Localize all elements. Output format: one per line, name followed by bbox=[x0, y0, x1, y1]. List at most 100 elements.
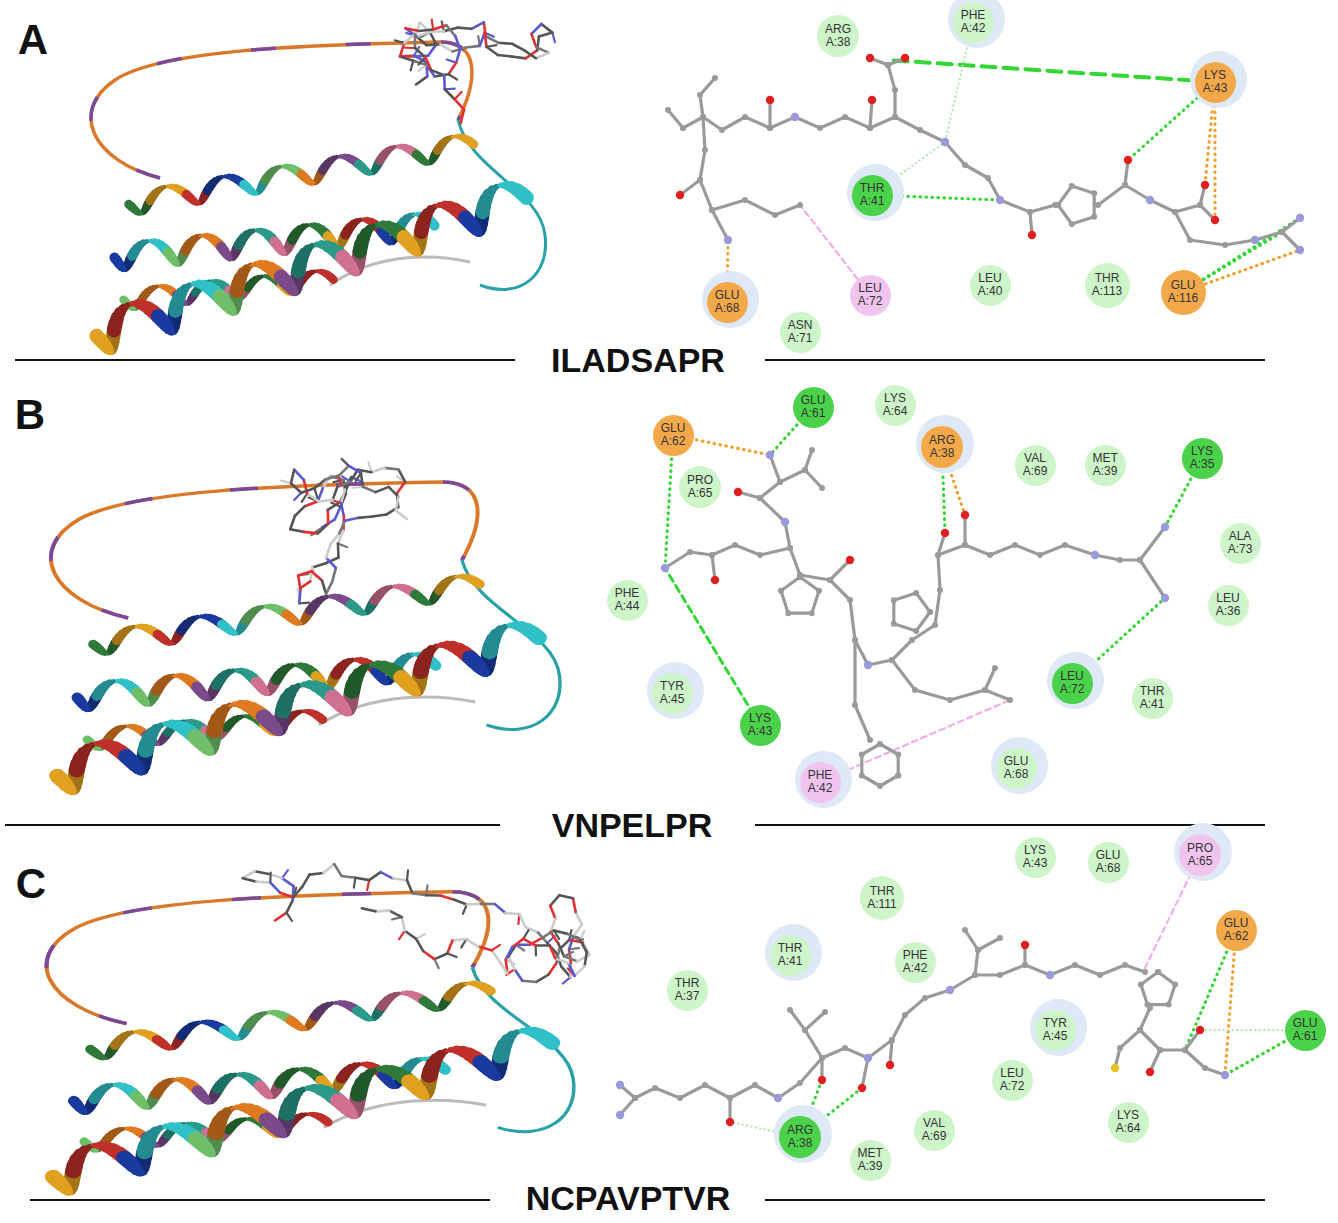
ligand-atom bbox=[1095, 202, 1101, 208]
stick-bond bbox=[270, 883, 280, 893]
stick-bond bbox=[454, 900, 467, 905]
helix-segment bbox=[207, 697, 208, 700]
ligand-atom bbox=[700, 114, 706, 120]
helix-segment bbox=[70, 1191, 71, 1194]
stick-bond bbox=[269, 873, 271, 883]
ligand-bond bbox=[665, 545, 790, 568]
helix-segment bbox=[141, 1172, 142, 1175]
stick-bond bbox=[498, 43, 512, 44]
stick-bond bbox=[431, 70, 444, 75]
loop-coil bbox=[91, 42, 472, 178]
ligand-atom bbox=[809, 447, 815, 453]
stick-bond bbox=[523, 939, 535, 946]
ligand-atom bbox=[827, 577, 833, 583]
helix-segment bbox=[393, 1083, 394, 1088]
stick-bond bbox=[362, 908, 376, 911]
stick-bond bbox=[243, 878, 257, 882]
stick-bond bbox=[457, 28, 471, 29]
stick-bond bbox=[481, 903, 495, 906]
stick-bond bbox=[385, 468, 399, 470]
stick-bond bbox=[417, 32, 430, 37]
stick-bond bbox=[315, 488, 318, 498]
ligand-atom bbox=[932, 622, 938, 628]
stick-bond bbox=[297, 589, 300, 603]
ligand-bond bbox=[683, 117, 1055, 212]
stick-bond bbox=[291, 483, 301, 492]
ligand-atom bbox=[1069, 183, 1075, 189]
stick-bond bbox=[536, 975, 548, 982]
ligand-atom bbox=[1055, 202, 1061, 208]
helix-segment bbox=[294, 291, 295, 293]
oxygen-atom bbox=[766, 96, 774, 104]
nitrogen-atom bbox=[1296, 214, 1304, 222]
ligand-atom bbox=[1055, 202, 1061, 208]
stick-bond bbox=[466, 939, 478, 946]
stick-bond bbox=[355, 878, 369, 880]
stick-bond bbox=[455, 99, 464, 109]
oxygen-atom bbox=[868, 96, 876, 104]
stick-bond bbox=[416, 76, 427, 84]
ligand-bond bbox=[700, 78, 715, 117]
ligand-atom bbox=[1027, 209, 1033, 215]
ligand-atom bbox=[700, 114, 706, 120]
oxygen-atom bbox=[1211, 216, 1219, 224]
stick-bond bbox=[447, 954, 456, 957]
helix-segment bbox=[106, 652, 108, 655]
ligand-atom bbox=[985, 175, 991, 181]
ligand-atom bbox=[885, 62, 891, 68]
ligand-atom bbox=[962, 162, 968, 168]
separator-rule bbox=[765, 359, 1265, 361]
interaction-line bbox=[1213, 82, 1216, 220]
stick-bond bbox=[407, 880, 412, 893]
stick-bond bbox=[576, 912, 582, 925]
helix-segment bbox=[294, 291, 297, 294]
ligand-atom bbox=[767, 125, 773, 131]
ligand-atom bbox=[777, 479, 783, 485]
stick-bond bbox=[376, 487, 389, 492]
ligand-atom bbox=[819, 485, 825, 491]
ligand-atom bbox=[757, 552, 763, 558]
stick-bond bbox=[412, 893, 426, 895]
ligand-atom bbox=[1122, 182, 1128, 188]
helix-segment bbox=[148, 703, 149, 706]
stick-bond bbox=[323, 864, 334, 873]
stick-bond bbox=[426, 885, 427, 895]
stick-bond bbox=[282, 878, 294, 886]
stick-bond bbox=[505, 913, 519, 914]
helix-segment bbox=[98, 747, 100, 750]
ligand-atom bbox=[1122, 182, 1128, 188]
ligand-atom bbox=[1172, 209, 1178, 215]
stick-bond bbox=[397, 482, 405, 493]
stick-bond bbox=[532, 24, 542, 34]
ligand-atom bbox=[1197, 202, 1203, 208]
stick-bond bbox=[536, 944, 550, 947]
stick-bond bbox=[445, 89, 455, 99]
ligand-atom bbox=[1279, 229, 1285, 235]
helix-segment bbox=[231, 257, 232, 260]
ligand-atom bbox=[802, 467, 808, 473]
stick-bond bbox=[548, 963, 556, 974]
stick-bond bbox=[330, 534, 339, 545]
ligand-atom bbox=[767, 125, 773, 131]
helix-segment bbox=[369, 1016, 371, 1021]
ligand-bond bbox=[712, 200, 800, 215]
stick-bond bbox=[363, 487, 376, 492]
separator-rule bbox=[5, 824, 500, 826]
helix-segment bbox=[133, 307, 134, 310]
ligand-atom bbox=[1091, 214, 1097, 220]
ligand-bond bbox=[1098, 185, 1200, 212]
stick-bond bbox=[484, 22, 486, 36]
ligand-2d bbox=[661, 407, 1202, 789]
stick-bond bbox=[524, 50, 536, 58]
helix-segment bbox=[362, 611, 364, 616]
stick-bond bbox=[405, 47, 415, 49]
stick-bond bbox=[446, 25, 455, 36]
ligand-atom bbox=[867, 125, 873, 131]
protein-ribbon bbox=[51, 482, 560, 792]
stick-bond bbox=[536, 53, 549, 58]
stick-bond bbox=[498, 55, 512, 56]
stick-bond bbox=[339, 476, 341, 486]
stick-bond bbox=[332, 568, 336, 582]
helix-segment bbox=[294, 292, 295, 293]
stick-bond bbox=[302, 493, 307, 501]
